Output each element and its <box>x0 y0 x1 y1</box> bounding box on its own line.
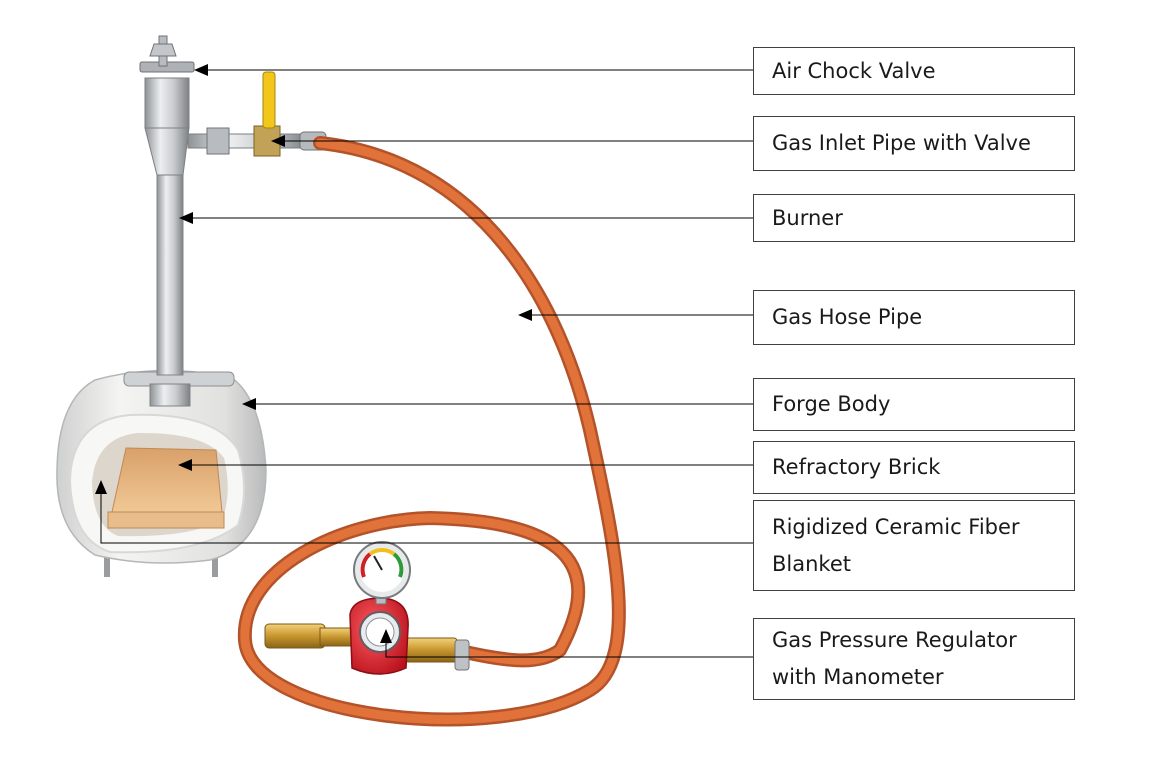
gas-pressure-regulator <box>264 597 470 675</box>
leader-lines <box>100 69 753 658</box>
label-burner: Burner <box>753 194 1075 242</box>
label-text: Refractory Brick <box>772 455 941 479</box>
label-text: Air Chock Valve <box>772 58 936 83</box>
label-gas-hose-pipe: Gas Hose Pipe <box>753 290 1075 345</box>
label-text: Gas Pressure Regulator with Manometer <box>772 628 1017 689</box>
label-gas-inlet-pipe-with-valve: Gas Inlet Pipe with Valve <box>753 116 1075 171</box>
manometer <box>353 541 411 605</box>
arrowhead-refractory-brick <box>178 459 192 471</box>
gas-hose <box>237 136 626 727</box>
air-chock-valve <box>139 35 195 73</box>
arrowheads <box>95 64 532 643</box>
arrowhead-regulator <box>380 629 392 643</box>
label-text: Burner <box>772 205 843 230</box>
arrowhead-gas-hose-pipe <box>518 309 532 321</box>
label-text: Rigidized Ceramic Fiber Blanket <box>772 514 1020 576</box>
label-gas-pressure-regulator: Gas Pressure Regulator with Manometer <box>753 618 1075 700</box>
arrowhead-burner <box>179 212 193 224</box>
arrowhead-air-chock-valve <box>194 64 208 76</box>
label-text: Gas Inlet Pipe with Valve <box>772 131 1031 155</box>
gas-inlet-pipe <box>187 71 327 157</box>
arrowhead-forge-body <box>242 398 256 410</box>
label-text: Gas Hose Pipe <box>772 305 923 329</box>
refractory-brick <box>107 447 225 529</box>
leader-line-ceramic-fiber <box>100 494 753 544</box>
label-air-chock-valve: Air Chock Valve <box>753 47 1075 95</box>
burner <box>144 77 190 376</box>
label-forge-body: Forge Body <box>753 378 1075 431</box>
label-rigidized-ceramic-fiber-blanket: Rigidized Ceramic Fiber Blanket <box>753 500 1075 591</box>
leader-line-regulator <box>385 643 753 658</box>
label-text: Forge Body <box>772 392 891 416</box>
label-refractory-brick: Refractory Brick <box>753 441 1075 494</box>
arrowhead-ceramic-fiber <box>95 480 107 494</box>
arrowhead-gas-inlet-pipe <box>271 135 285 147</box>
